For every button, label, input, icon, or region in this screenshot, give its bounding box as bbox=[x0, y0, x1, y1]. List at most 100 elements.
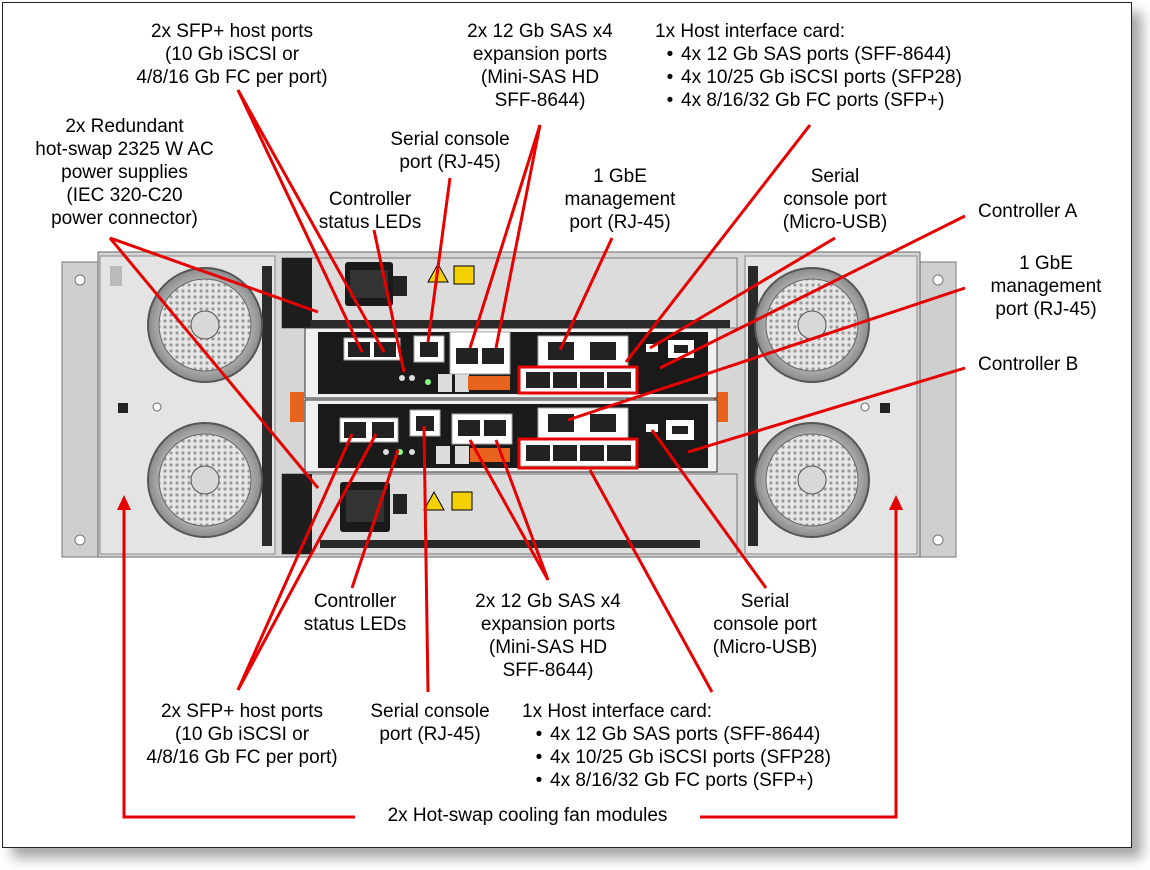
label-line: port (RJ-45) bbox=[569, 212, 671, 233]
label-line: Serial console bbox=[370, 701, 490, 722]
label-line: management bbox=[990, 276, 1102, 297]
callout-fans-right bbox=[700, 505, 898, 819]
label-line: (10 Gb iSCSI or bbox=[164, 44, 300, 65]
label-controller-a: Controller A bbox=[978, 200, 1077, 223]
callout-arrowheads bbox=[117, 495, 903, 510]
label-line: 2x 12 Gb SAS x4 bbox=[467, 21, 613, 42]
callout-usb-top bbox=[649, 236, 836, 350]
label-line: status LEDs bbox=[303, 614, 407, 635]
label-serial-rj45-bottom: Serial console port (RJ-45) bbox=[350, 700, 510, 746]
label-line: port (RJ-45) bbox=[399, 152, 501, 173]
label-line: port (RJ-45) bbox=[995, 299, 1097, 320]
list-item: 4x 12 Gb SAS ports (SFF-8644) bbox=[655, 43, 962, 66]
callout-fans-left bbox=[122, 505, 355, 819]
label-serial-rj45-top: Serial console port (RJ-45) bbox=[370, 128, 530, 174]
label-line: Controller A bbox=[978, 201, 1078, 222]
label-mgmt-port-right: 1 GbE management port (RJ-45) bbox=[972, 252, 1120, 321]
label-line: (IEC 320-C20 bbox=[66, 185, 183, 206]
controller-a-module bbox=[304, 327, 718, 399]
fan-module-right bbox=[744, 255, 918, 555]
callout-rj45-top bbox=[426, 177, 452, 343]
label-sas-ports-top: 2x 12 Gb SAS x4 expansion ports (Mini-SA… bbox=[440, 20, 640, 112]
label-line: (10 Gb iSCSI or bbox=[174, 724, 310, 745]
label-line: port (RJ-45) bbox=[379, 724, 481, 745]
label-line: 2x 12 Gb SAS x4 bbox=[475, 591, 621, 612]
callout-sfp-top-2 bbox=[236, 89, 386, 353]
label-cooling-fans: 2x Hot-swap cooling fan modules bbox=[355, 804, 700, 827]
latch-left bbox=[290, 392, 304, 422]
label-sfp-ports-top: 2x SFP+ host ports (10 Gb iSCSI or 4/8/1… bbox=[112, 20, 352, 89]
label-sfp-ports-bottom: 2x SFP+ host ports (10 Gb iSCSI or 4/8/1… bbox=[122, 700, 362, 769]
callout-lines bbox=[108, 89, 966, 819]
label-line: expansion ports bbox=[472, 44, 608, 65]
label-line: status LEDs bbox=[318, 212, 422, 233]
label-controller-b: Controller B bbox=[978, 353, 1078, 376]
label-line: 1 GbE bbox=[1019, 253, 1073, 274]
callout-rj45-bottom bbox=[422, 425, 430, 693]
label-line: Serial bbox=[810, 166, 860, 187]
label-line: Serial bbox=[740, 591, 790, 612]
controller-b-module bbox=[304, 399, 718, 473]
label-line: Serial console bbox=[390, 129, 510, 150]
label-sas-ports-bottom: 2x 12 Gb SAS x4 expansion ports (Mini-SA… bbox=[448, 590, 648, 682]
list-item: 4x 8/16/32 Gb FC ports (SFP+) bbox=[522, 769, 831, 792]
list-item: 4x 12 Gb SAS ports (SFF-8644) bbox=[522, 723, 831, 746]
label-line: 2x SFP+ host ports bbox=[150, 21, 314, 42]
label-line: Controller B bbox=[978, 354, 1079, 375]
label-line: Controller bbox=[328, 189, 412, 210]
callout-controller-a bbox=[659, 214, 966, 370]
callout-psu-2 bbox=[108, 237, 320, 489]
label-line: hot-swap 2325 W AC bbox=[35, 139, 214, 160]
callout-sfp-bottom-2 bbox=[236, 433, 378, 691]
hic-port-list: 4x 12 Gb SAS ports (SFF-8644) 4x 10/25 G… bbox=[655, 43, 962, 112]
label-usb-serial-top: Serial console port (Micro-USB) bbox=[760, 165, 910, 234]
callout-leds-top bbox=[372, 229, 406, 373]
label-line: expansion ports bbox=[480, 614, 616, 635]
callout-hic-top bbox=[624, 124, 812, 363]
callout-sas-top-2 bbox=[494, 124, 542, 349]
list-item: 4x 8/16/32 Gb FC ports (SFP+) bbox=[655, 89, 962, 112]
label-line: management bbox=[564, 189, 676, 210]
label-line: (Micro-USB) bbox=[712, 637, 818, 658]
label-line: SFF-8644) bbox=[502, 660, 594, 681]
label-line: 2x Redundant bbox=[65, 116, 184, 137]
label-line: 2x SFP+ host ports bbox=[160, 701, 324, 722]
label-title: 1x Host interface card: bbox=[522, 701, 713, 722]
label-usb-serial-bottom: Serial console port (Micro-USB) bbox=[690, 590, 840, 659]
callout-sas-top-1 bbox=[468, 124, 542, 349]
label-line: console port bbox=[713, 614, 817, 635]
callout-leds-bottom bbox=[350, 449, 400, 589]
label-line: Controller bbox=[313, 591, 397, 612]
label-line: console port bbox=[783, 189, 887, 210]
label-line: power connector) bbox=[51, 208, 198, 229]
label-controller-leds-bottom: Controller status LEDs bbox=[285, 590, 425, 636]
fan-module-left bbox=[99, 255, 276, 555]
label-title: 1x Host interface card: bbox=[655, 21, 846, 42]
label-line: (Mini-SAS HD bbox=[488, 637, 608, 658]
label-line: SFF-8644) bbox=[494, 90, 586, 111]
callout-usb-bottom bbox=[650, 429, 768, 589]
label-controller-leds-top: Controller status LEDs bbox=[300, 188, 440, 234]
callout-sas-bottom-2 bbox=[494, 439, 550, 581]
callout-controller-b bbox=[687, 366, 966, 454]
hic-highlight-a bbox=[517, 365, 639, 395]
label-power-supplies: 2x Redundant hot-swap 2325 W AC power su… bbox=[12, 115, 237, 230]
label-line: 4/8/16 Gb FC per port) bbox=[146, 747, 338, 768]
list-item: 4x 10/25 Gb iSCSI ports (SFP28) bbox=[655, 66, 962, 89]
callout-sas-bottom-1 bbox=[468, 439, 550, 581]
label-line: (Mini-SAS HD bbox=[480, 67, 600, 88]
power-supply-bottom bbox=[281, 473, 738, 555]
label-host-interface-card-top: 1x Host interface card: 4x 12 Gb SAS por… bbox=[655, 20, 962, 112]
label-line: 1 GbE bbox=[593, 166, 647, 187]
label-mgmt-port-top: 1 GbE management port (RJ-45) bbox=[545, 165, 695, 234]
hic-port-list: 4x 12 Gb SAS ports (SFF-8644) 4x 10/25 G… bbox=[522, 723, 831, 792]
callout-hic-bottom bbox=[588, 469, 714, 693]
hic-highlight-b bbox=[517, 437, 639, 470]
callout-sfp-top-1 bbox=[236, 89, 364, 353]
label-line: (Micro-USB) bbox=[782, 212, 888, 233]
callout-sfp-bottom-1 bbox=[236, 433, 354, 691]
label-line: power supplies bbox=[61, 162, 188, 183]
list-item: 4x 10/25 Gb iSCSI ports (SFP28) bbox=[522, 746, 831, 769]
label-host-interface-card-bottom: 1x Host interface card: 4x 12 Gb SAS por… bbox=[522, 700, 831, 792]
